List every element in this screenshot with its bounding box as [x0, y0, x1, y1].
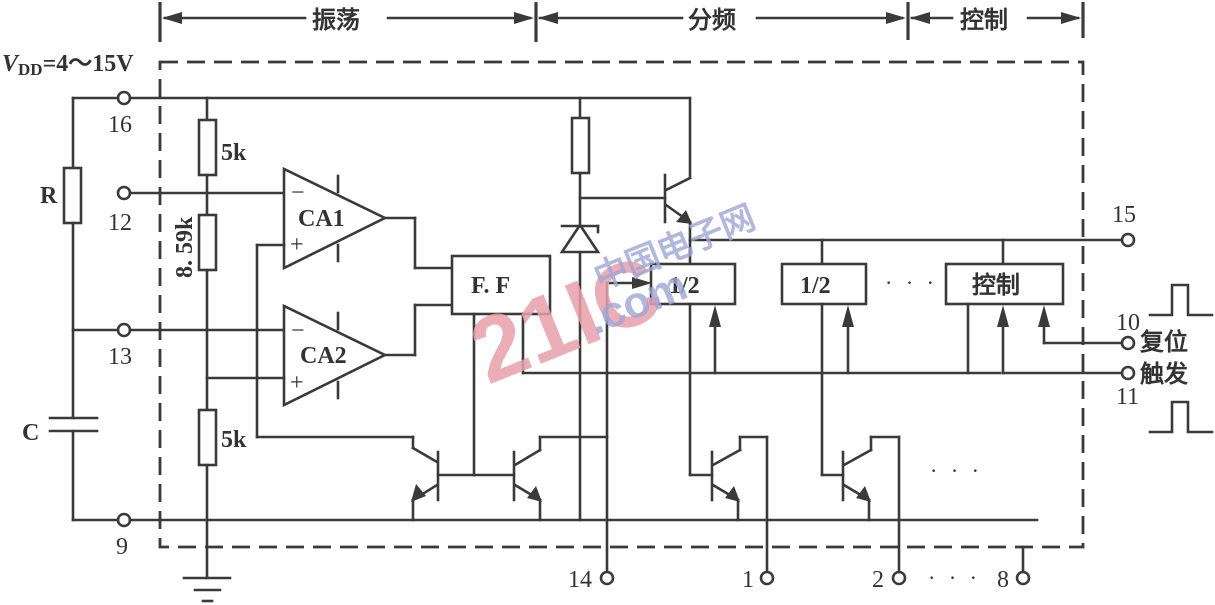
pin-12-label: 12 [108, 210, 132, 236]
vdd-rail [128, 96, 692, 180]
divider-stage-1-label: 1/2 [669, 273, 700, 299]
pin-15-terminal[interactable] [1120, 232, 1136, 248]
arrow-head-icon [514, 12, 534, 24]
output-transistor-2 [820, 435, 901, 574]
pin-16-label: 16 [108, 112, 132, 138]
pin-9-label: 9 [116, 534, 128, 560]
pin-8-terminal[interactable] [1015, 570, 1031, 586]
section-label-oscillator: 振荡 [312, 6, 360, 34]
ca2-plus-label: + [290, 370, 304, 396]
divider-stage-2 [780, 262, 868, 306]
resistor-divider [197, 96, 218, 580]
wire-ca1-plus [255, 243, 415, 439]
section-label-divider: 分频 [688, 6, 736, 34]
trigger-label: 触发 [1140, 360, 1188, 388]
ca1-plus-label: + [290, 232, 304, 258]
comparator-ca1 [282, 166, 454, 271]
pin-16-terminal[interactable] [116, 90, 132, 106]
pin-14-terminal[interactable] [599, 570, 615, 586]
zener-diode-icon [559, 222, 601, 254]
output-transistor-1 [688, 435, 769, 574]
pin-10-label: 10 [1116, 310, 1140, 336]
reset-label: 复位 [1139, 328, 1188, 356]
ca1-label: CA1 [298, 206, 345, 232]
section-label-control: 控制 [960, 6, 1008, 34]
comparator-ca2 [282, 303, 454, 408]
trigger-pulse-icon [1148, 400, 1214, 434]
arrow-head-icon [162, 12, 182, 24]
pin-14-label: 14 [568, 567, 592, 593]
control-block [944, 262, 1065, 306]
pin-1-terminal[interactable] [759, 570, 775, 586]
resistor-r-label: R [40, 183, 58, 209]
control-block-label: 控制 [972, 271, 1020, 299]
flip-flop-block [450, 254, 552, 316]
output-ellipsis: · · · [930, 458, 983, 483]
resistor-5k-top-label: 5k [221, 140, 247, 166]
pin-13-label: 13 [108, 344, 132, 370]
external-rc-network [48, 96, 120, 522]
pin-10-terminal[interactable] [1120, 335, 1136, 351]
pin-11-label: 11 [1116, 384, 1139, 410]
pin-9-terminal[interactable] [116, 512, 132, 528]
resistor-r [62, 166, 83, 225]
pin-11-terminal[interactable] [1120, 365, 1136, 381]
reset-pulse-icon [1148, 283, 1214, 317]
capacitor-c-label: C [22, 420, 39, 446]
pin-13-terminal[interactable] [116, 322, 132, 338]
ic-boundary [158, 60, 1085, 549]
pin-1-label: 1 [742, 567, 754, 593]
supply-label: VDD=4～15V [2, 51, 134, 79]
ground-icon [182, 576, 232, 603]
arrow-head-icon [1061, 12, 1081, 24]
pin-2-label: 2 [872, 567, 884, 593]
zener-reference [559, 96, 667, 522]
flip-flop-label: F. F [471, 273, 510, 299]
transistor-q2 [472, 435, 609, 522]
regulator-transistor [663, 173, 1124, 266]
wire-pin14 [605, 277, 652, 574]
pin-ellipsis: · · · [928, 565, 981, 590]
resistor-5k-bottom-label: 5k [221, 427, 247, 453]
divider-stage-1 [649, 262, 737, 306]
pin-2-terminal[interactable] [891, 570, 907, 586]
resistor-8-59k-label: 8. 59k [172, 216, 198, 278]
pin-12-terminal[interactable] [116, 185, 132, 201]
resistor-5k-bottom [197, 408, 218, 467]
resistor-5k-top [197, 118, 218, 177]
arrow-head-icon [886, 12, 906, 24]
arrow-head-icon [538, 12, 558, 24]
ca2-label: CA2 [300, 343, 347, 369]
resistor-8-59k [197, 213, 218, 272]
section-dimension-line [158, 2, 1085, 42]
divider-ellipsis: · · · [885, 270, 938, 295]
pin-8-label: 8 [997, 567, 1009, 593]
ca1-minus-label: − [291, 180, 305, 206]
divider-stage-2-label: 1/2 [800, 273, 831, 299]
transistor-q1 [411, 435, 476, 522]
pin-15-label: 15 [1112, 202, 1136, 228]
arrow-head-icon [910, 12, 930, 24]
ca2-minus-label: − [291, 318, 305, 344]
